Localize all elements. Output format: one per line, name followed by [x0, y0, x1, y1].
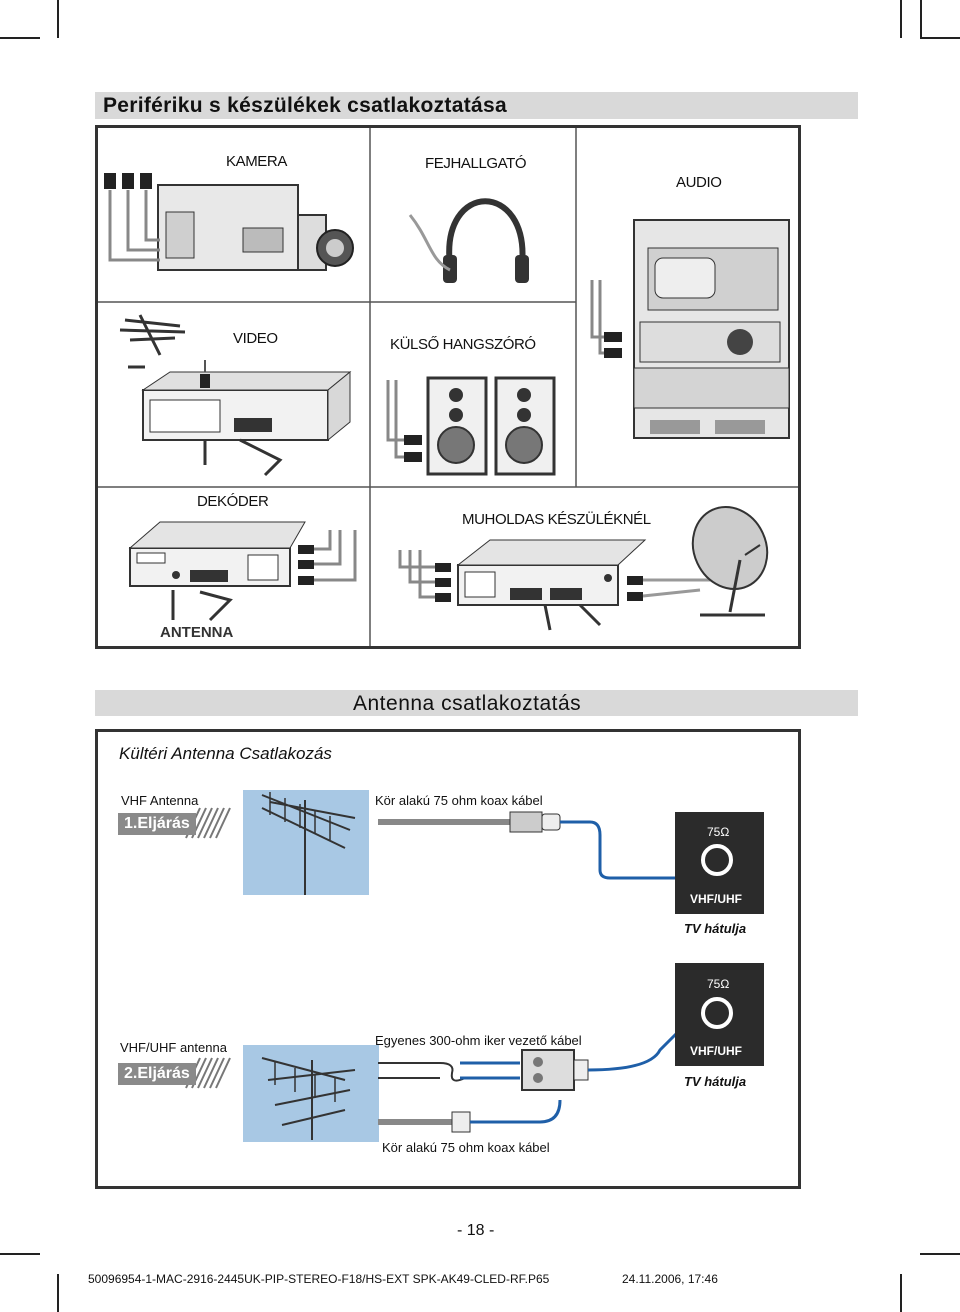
decoder-icon: [128, 521, 357, 622]
step2-coax-label: Kör alakú 75 ohm koax kábel: [382, 1140, 550, 1155]
step1-label: 1.Eljárás: [118, 813, 196, 835]
satellite-receiver-icon: [398, 539, 720, 631]
ohm-label: 75Ω: [707, 977, 730, 991]
tv-jack-panel-step2: 75Ω VHF/UHF: [675, 963, 764, 1066]
label-speaker: KÜLSŐ HANGSZÓRÓ: [390, 336, 536, 353]
crop-mark: [920, 37, 960, 39]
crop-mark: [57, 0, 59, 38]
crop-mark: [920, 0, 922, 38]
label-camera: KAMERA: [226, 153, 287, 170]
section2-subtitle: Kültéri Antenna Csatlakozás: [119, 744, 332, 763]
satellite-dish-icon: [691, 506, 769, 617]
twin-lead-cable-step2: [378, 1028, 682, 1091]
crop-mark: [0, 1253, 40, 1255]
vhf-uhf-antenna-illustration: [243, 1045, 379, 1142]
port-label: VHF/UHF: [690, 892, 742, 906]
file-name: 50096954-1-MAC-2916-2445UK-PIP-STEREO-F1…: [88, 1272, 550, 1286]
label-headphones: FEJHALLGATÓ: [425, 155, 527, 172]
section2-title-bar: [95, 690, 858, 716]
crop-mark: [900, 0, 902, 38]
step1-antenna-label: VHF Antenna: [121, 793, 199, 808]
section2-title: Antenna csatlakoztatás: [353, 692, 582, 715]
label-satellite: MUHOLDAS KÉSZÜLÉKNÉL: [462, 511, 651, 528]
tv-back-label-step1: TV hátulja: [684, 921, 747, 936]
step2-label: 2.Eljárás: [118, 1063, 196, 1085]
antenna-diagram-box: [95, 729, 801, 1189]
crop-mark: [920, 1253, 960, 1255]
label-video: VIDEO: [233, 330, 278, 347]
stereo-system-icon: [590, 219, 790, 439]
section-title-bar: [95, 92, 858, 119]
step1-cable-label: Kör alakú 75 ohm koax kábel: [375, 793, 543, 808]
label-audio: AUDIO: [676, 174, 722, 191]
coax-jack-icon: [701, 844, 733, 876]
label-antenna: ANTENNA: [160, 624, 234, 641]
ohm-label: 75Ω: [707, 825, 730, 839]
headphones-icon: [408, 198, 529, 283]
page-number: - 18 -: [457, 1222, 495, 1239]
crop-mark: [900, 1274, 902, 1312]
port-label: VHF/UHF: [690, 1044, 742, 1058]
crop-mark: [57, 1274, 59, 1312]
step2-twinlead-label: Egyenes 300-ohm iker vezető kábel: [375, 1033, 582, 1048]
page-title: Perifériku s készülékek csatlakoztatása: [103, 94, 507, 117]
label-decoder: DEKÓDER: [197, 493, 269, 510]
peripheral-diagram-box: [95, 125, 801, 649]
step2-antenna-label: VHF/UHF antenna: [120, 1040, 227, 1055]
crop-mark: [0, 37, 40, 39]
tv-back-label-step2: TV hátulja: [684, 1074, 747, 1089]
speakers-icon: [386, 376, 556, 476]
print-date: 24.11.2006, 17:46: [622, 1272, 718, 1286]
coax-cable-step2: [378, 1099, 562, 1133]
coax-jack-icon: [701, 997, 733, 1029]
tv-jack-panel-step1: 75Ω VHF/UHF: [675, 812, 764, 914]
vcr-icon: [119, 314, 352, 477]
camera-icon: [104, 173, 354, 271]
vhf-antenna-illustration: [243, 790, 369, 895]
